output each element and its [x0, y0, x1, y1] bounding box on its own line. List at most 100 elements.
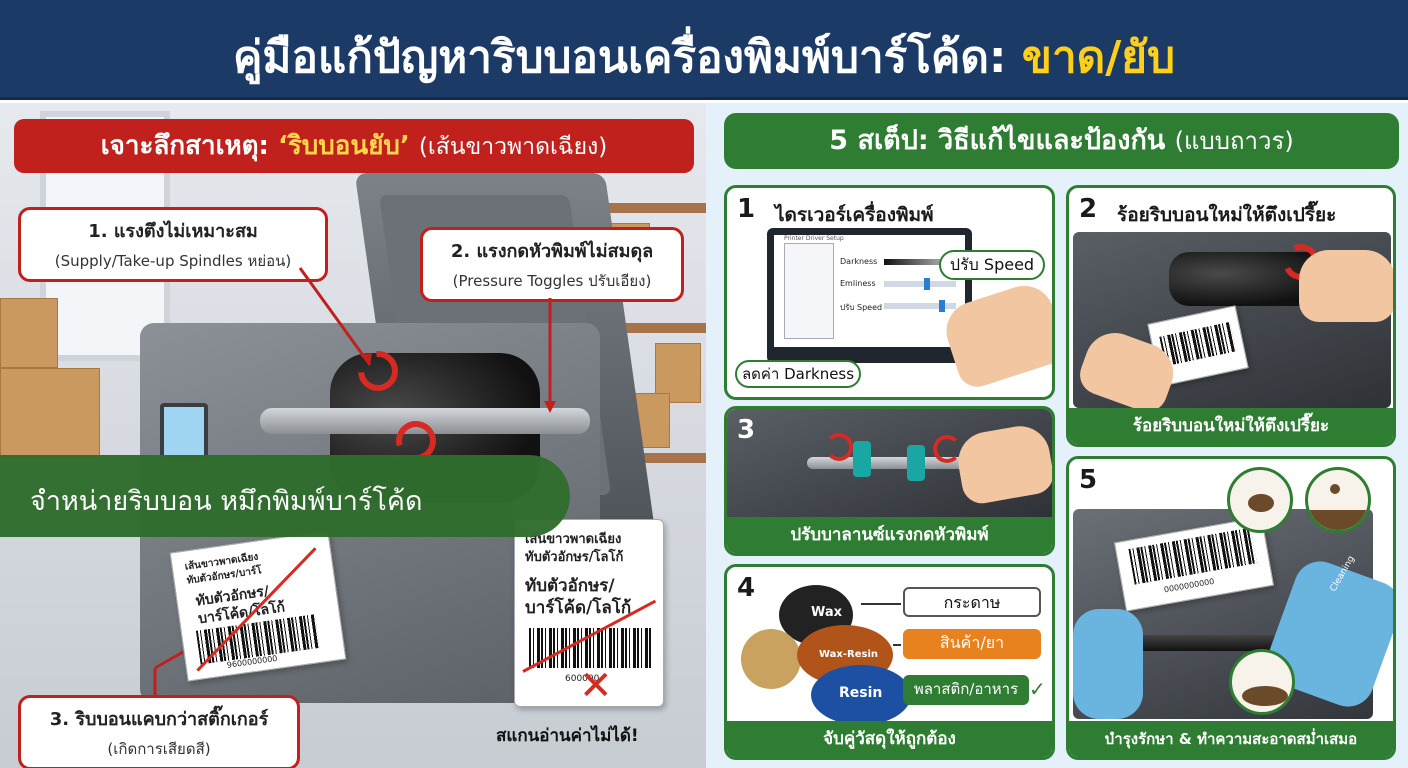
dirt: [1248, 494, 1274, 512]
pressure-toggle-right[interactable]: [907, 445, 925, 481]
dust-zoom-2: [1305, 467, 1371, 533]
step-3-number: 3: [737, 415, 756, 445]
printer-roller: [260, 408, 590, 434]
match-arrow: [893, 644, 901, 646]
promo-banner[interactable]: จำหน่ายริบบอน หมึกพิมพ์บาร์โค้ด: [0, 455, 570, 537]
cause-banner-quote: ‘ริบบอนยับ’: [277, 131, 410, 161]
pointer-line: [298, 267, 372, 366]
cant-scan-text: สแกนอ่านค่าไม่ได้!: [496, 726, 639, 746]
label-big-line1: เส้นขาวพาดเฉียง: [525, 532, 622, 547]
wrinkled-label-large: เส้นขาวพาดเฉียง ทับตัวอักษร/โลโก้ ทับตัว…: [514, 519, 664, 707]
step-2-number: 2: [1079, 194, 1098, 224]
dirt: [1330, 484, 1340, 494]
cardboard-box: [0, 368, 100, 458]
page-title-main: คู่มือแก้ปัญหาริบบอนเครื่องพิมพ์บาร์โค้ด…: [233, 32, 1007, 83]
step-1-title: ไดรเวอร์เครื่องพิมพ์: [775, 204, 934, 226]
cause-3-subtitle: (เกิดการเสียดสี): [107, 740, 211, 758]
step-1-number: 1: [737, 194, 756, 224]
step-3-footer: ปรับบาลานซ์แรงกดหัวพิมพ์: [727, 517, 1052, 553]
dust-zoom-1: [1227, 467, 1293, 533]
driver-window-title: Printer Driver Setup: [784, 235, 844, 242]
printhead-roller: [1109, 635, 1319, 651]
page-title: คู่มือแก้ปัญหาริบบอนเครื่องพิมพ์บาร์โค้ด…: [0, 22, 1408, 92]
hand: [1299, 250, 1393, 322]
barcode: [1128, 527, 1257, 585]
label-big-line2: ทับตัวอักษร/โลโก้: [525, 550, 624, 565]
cause-1-title: 1. แรงตึงไม่เหมาะสม: [88, 221, 258, 242]
steps-banner: 5 สเต็ป: วิธีแก้ไขและป้องกัน (แบบถาวร): [724, 113, 1399, 169]
step-2-card: 2 ร้อยริบบอนใหม่ให้ตึงเปรี๊ยะ ร้อยริบบอน…: [1066, 185, 1396, 447]
step-4-number: 4: [737, 573, 756, 603]
dirt: [1308, 510, 1368, 530]
cause-banner: เจาะลึกสาเหตุ: ‘ริบบอนยับ’ (เส้นขาวพาดเฉ…: [14, 119, 694, 173]
cause-panel: เจาะลึกสาเหตุ: ‘ริบบอนยับ’ (เส้นขาวพาดเฉ…: [0, 103, 706, 768]
emliness-setting-label: Emliness: [840, 279, 876, 288]
header-bar: คู่มือแก้ปัญหาริบบอนเครื่องพิมพ์บาร์โค้ด…: [0, 0, 1408, 100]
pressure-toggle-left[interactable]: [853, 441, 871, 477]
slider-knob[interactable]: [939, 300, 945, 312]
target-product: สินค้า/ยา: [903, 629, 1041, 659]
driver-settings-list: [784, 243, 834, 339]
dust-zoom-3: [1229, 649, 1295, 715]
promo-text: จำหน่ายริบบอน หมึกพิมพ์บาร์โค้ด: [30, 486, 423, 517]
cause-banner-prefix: เจาะลึกสาเหตุ:: [100, 131, 269, 161]
step-3-card: 3 ปรับบาลานซ์แรงกดหัวพิมพ์: [724, 406, 1055, 556]
cardboard-box: [0, 298, 58, 368]
dirt: [1242, 686, 1288, 706]
steps-banner-sub: (แบบถาวร): [1174, 127, 1294, 155]
speed-setting-label: ปรับ Speed: [840, 303, 883, 312]
step-5-footer: บำรุงรักษา & ทำความสะอาดสม่ำเสมอ: [1069, 721, 1393, 757]
step-2-footer: ร้อยริบบอนใหม่ให้ตึงเปรี๊ยะ: [1069, 408, 1393, 444]
cause-2-callout: 2. แรงกดหัวพิมพ์ไม่สมดุล (Pressure Toggl…: [420, 227, 684, 302]
x-mark-icon: ✕: [579, 663, 613, 709]
cause-3-callout: 3. ริบบอนแคบกว่าสติ๊กเกอร์ (เกิดการเสียด…: [18, 695, 300, 768]
callout-pointers: [153, 267, 556, 695]
darkness-setting-label: Darkness: [840, 257, 878, 266]
label-big-code: 600000: [565, 674, 600, 684]
cardboard-box: [655, 343, 701, 403]
emliness-slider[interactable]: [884, 281, 956, 287]
darkness-bubble: ลดค่า Darkness: [735, 360, 861, 388]
driver-window: Printer Driver Setup Darkness Emliness ป…: [774, 235, 965, 347]
step-5-number: 5: [1079, 465, 1098, 495]
steps-banner-main: 5 สเต็ป: วิธีแก้ไขและป้องกัน: [829, 125, 1166, 156]
wax-resin-roll-label: Wax-Resin: [819, 649, 879, 660]
steps-panel: 5 สเต็ป: วิธีแก้ไขและป้องกัน (แบบถาวร) 1…: [706, 103, 1408, 768]
gloved-hand: [1073, 609, 1143, 719]
slider-knob[interactable]: [924, 278, 930, 290]
target-plastic: พลาสติก/อาหาร: [903, 675, 1029, 705]
cause-3-title: 3. ริบบอนแคบกว่าสติ๊กเกอร์: [49, 709, 269, 730]
pointer-arrowhead: [360, 353, 372, 365]
adjust-arrow-icon: [933, 435, 961, 463]
speed-slider[interactable]: [884, 303, 956, 309]
roll-core: [741, 629, 801, 689]
barcode: [1159, 321, 1236, 367]
label-big-line3: ทับตัวอักษร/: [525, 576, 615, 596]
cause-banner-suffix: (เส้นขาวพาดเฉียง): [418, 134, 608, 160]
cause-1-callout: 1. แรงตึงไม่เหมาะสม (Supply/Take-up Spin…: [18, 207, 328, 282]
darkness-slider[interactable]: [884, 259, 956, 265]
step-5-card: 5 0000000000 Cleaning บำรุงรักษา & ทำควา…: [1066, 456, 1396, 760]
shelf: [560, 323, 706, 333]
resin-ribbon-roll: [811, 665, 911, 725]
cause-2-title: 2. แรงกดหัวพิมพ์ไม่สมดุล: [450, 241, 654, 262]
shelf: [560, 203, 706, 213]
target-paper: กระดาษ: [903, 587, 1041, 617]
step-1-card: 1 ไดรเวอร์เครื่องพิมพ์ Printer Driver Se…: [724, 185, 1055, 400]
wax-roll-label: Wax: [811, 605, 843, 620]
resin-roll-label: Resin: [839, 685, 883, 701]
cause-1-subtitle: (Supply/Take-up Spindles หย่อน): [54, 252, 292, 270]
check-icon: ✓: [1029, 677, 1046, 701]
match-arrow: [861, 603, 901, 605]
step-2-title: ร้อยริบบอนใหม่ให้ตึงเปรี๊ยะ: [1117, 204, 1337, 226]
cause-2-subtitle: (Pressure Toggles ปรับเอียง): [452, 272, 652, 290]
label-big-line4: บาร์โค้ด/โลโก้: [525, 598, 632, 618]
page-title-accent: ขาด/ยับ: [1021, 32, 1175, 83]
step-4-card: 4 Wax Wax-Resin Resin กระดาษ สินค้า/ยา พ…: [724, 564, 1055, 760]
pointer-arrowhead: [544, 401, 556, 413]
speed-bubble: ปรับ Speed: [939, 250, 1045, 280]
monitor: Printer Driver Setup Darkness Emliness ป…: [767, 228, 972, 363]
step-5-code: 0000000000: [1163, 576, 1215, 595]
adjust-arrow-icon: [825, 433, 853, 461]
wrinkled-label-small: เส้นขาวพาดเฉียง ทับตัวอักษร/บาร์โ ทับตัว…: [169, 530, 347, 682]
